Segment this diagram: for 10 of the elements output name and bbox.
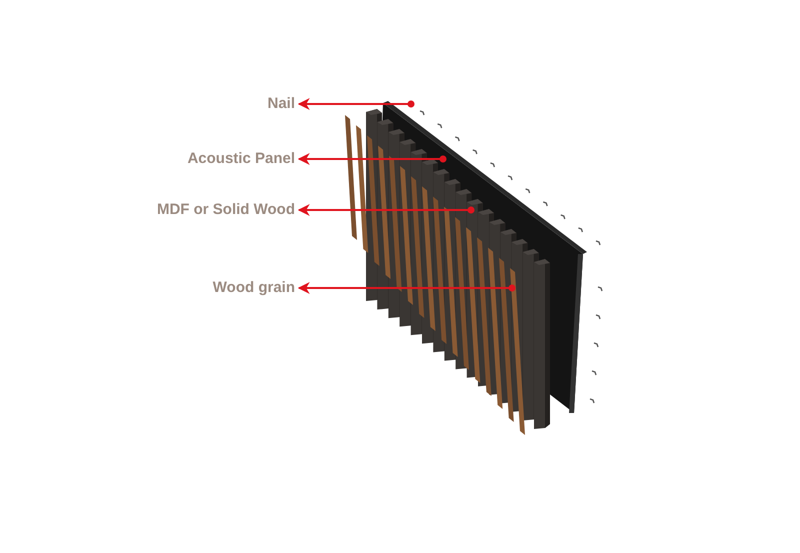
part-label: Wood grain: [212, 279, 295, 297]
nail-row-drawing: [420, 110, 603, 404]
part-label: MDF or Solid Wood: [156, 201, 295, 219]
part-label: Acoustic Panel: [187, 150, 295, 168]
leader-line: [298, 153, 446, 165]
leader-line: [298, 204, 474, 216]
leader-line: [298, 282, 516, 294]
part-label: Nail: [267, 95, 295, 113]
wood-grain-strips-drawing: [345, 115, 525, 435]
leader-line: [298, 98, 414, 110]
